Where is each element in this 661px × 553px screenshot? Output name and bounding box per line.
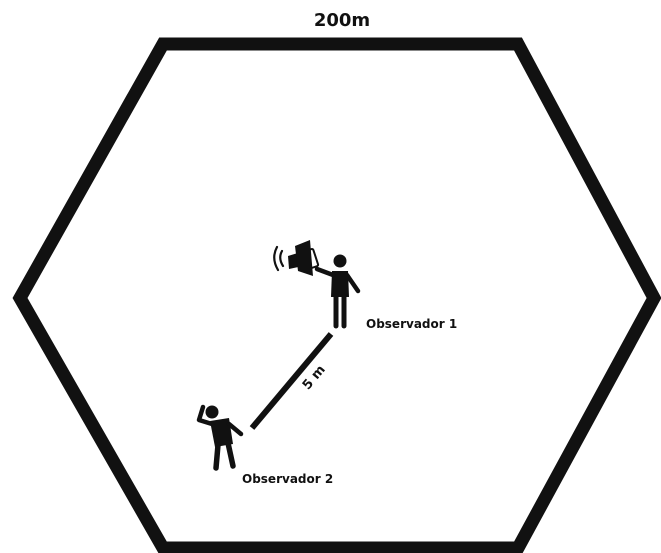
observer1-label: Observador 1 (366, 317, 457, 331)
speaker-sound-icon (273, 240, 313, 276)
hexagon-size-label: 200m (314, 10, 370, 31)
distance-line (249, 332, 334, 430)
person-hand-to-ear-icon (196, 404, 244, 471)
hexagon-boundary (12, 37, 661, 553)
observer2-label: Observador 2 (242, 472, 333, 486)
